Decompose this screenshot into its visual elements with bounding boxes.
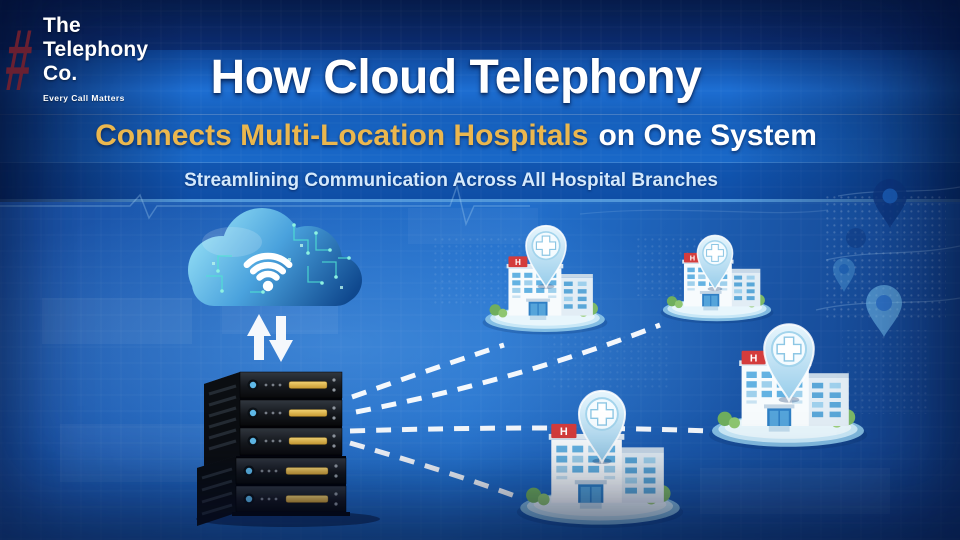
brand-name-line2: Telephony <box>43 38 149 61</box>
server-unit <box>235 457 347 485</box>
subtitle-highlight: Connects Multi-Location Hospitals <box>95 119 589 152</box>
page-title: How Cloud Telephony <box>210 51 702 104</box>
server-stack <box>196 371 380 527</box>
server-unit <box>239 399 343 427</box>
cloud-telephony-icon <box>188 208 362 306</box>
subtitle-rest: on One System <box>598 119 817 152</box>
dot-map-decoration <box>842 330 928 414</box>
server-unit <box>235 485 347 513</box>
sync-arrows-icon <box>247 314 293 362</box>
brand-name: The Telephony Co. <box>43 14 180 86</box>
brand-tagline: Every Call Matters <box>43 93 125 103</box>
connection-line-hospital-top-center <box>351 342 505 400</box>
connection-line-hospital-right <box>349 425 711 434</box>
map-pin-decoration-faint <box>833 258 855 292</box>
header-vignette <box>0 0 960 202</box>
ecg-line-decoration <box>0 183 530 227</box>
server-unit <box>239 371 343 399</box>
circuit-nodes <box>216 223 351 294</box>
brand-name-line3: Co. <box>43 62 78 85</box>
wifi-icon <box>243 252 293 292</box>
server-unit <box>239 427 343 456</box>
connection-lines <box>349 322 711 499</box>
connection-line-hospital-top-right <box>355 322 661 415</box>
background-decor <box>0 179 960 514</box>
page-tagline: Streamlining Communication Across All Ho… <box>184 170 718 191</box>
page-subtitle: Connects Multi-Location Hospitals on One … <box>0 119 912 153</box>
brand-name-line1: The <box>43 14 81 37</box>
circuit-traces <box>206 226 348 293</box>
brand-logo: # The Telephony Co. Every Call Matters <box>2 10 180 109</box>
connection-line-hospital-bottom-center <box>349 440 516 499</box>
